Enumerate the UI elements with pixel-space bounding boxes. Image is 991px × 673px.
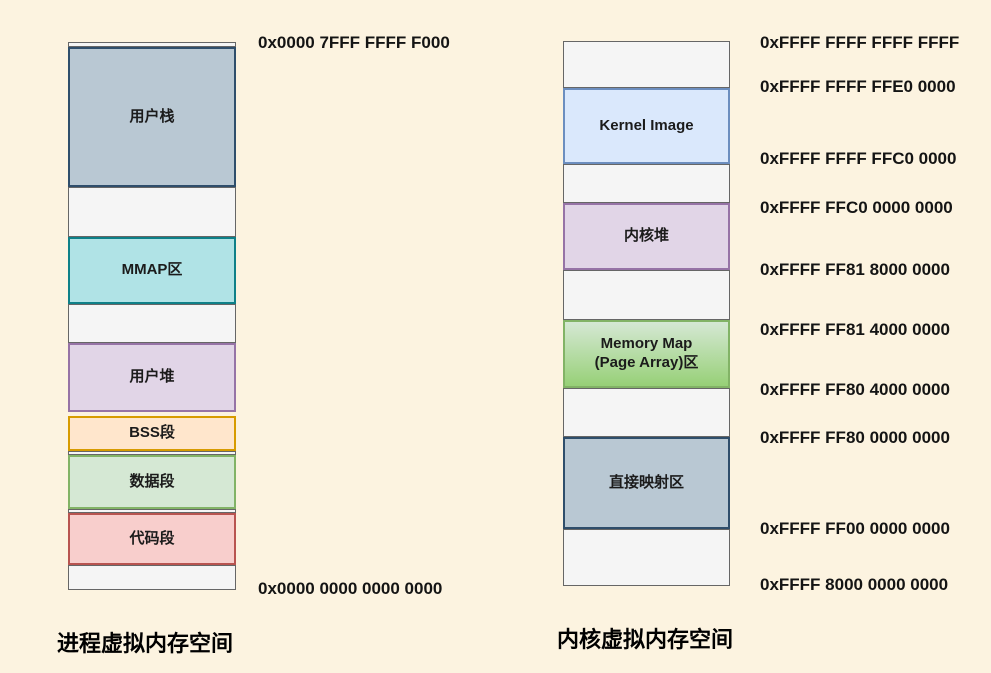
bottom-empty-segment [68, 565, 236, 590]
empty-segment [68, 304, 236, 343]
address-label: 0xFFFF FF00 0000 0000 [760, 519, 950, 538]
address-label: 0xFFFF FFFF FFC0 0000 [760, 149, 957, 168]
address-label: 0xFFFF FF81 8000 0000 [760, 260, 950, 279]
bss-segment: BSS段 [68, 416, 236, 451]
top-guard-empty-segment [68, 42, 236, 47]
kernel-memory-column: Kernel Image 内核堆 Memory Map (Page Array)区直… [563, 41, 730, 586]
empty-segment [563, 270, 730, 320]
mmap-segment-label: MMAP区 [121, 261, 183, 279]
thin-empty-segment [68, 509, 236, 513]
user-heap-segment-label: 用户堆 [129, 368, 175, 386]
bottom-empty-segment [563, 529, 730, 586]
address-label: 0x0000 7FFF FFFF F000 [258, 33, 450, 52]
address-label: 0x0000 0000 0000 0000 [258, 579, 443, 598]
kernel-heap-segment-label: 内核堆 [623, 227, 669, 245]
process-memory-title: 进程虚拟内存空间 [57, 631, 234, 656]
kernel-image-segment: Kernel Image [563, 88, 730, 164]
memory-map-segment: Memory Map (Page Array)区 [563, 320, 730, 388]
thin-empty-segment [68, 451, 236, 455]
data-segment: 数据段 [68, 455, 236, 509]
address-label: 0xFFFF FFFF FFE0 0000 [760, 77, 956, 96]
user-stack-segment-label: 用户栈 [129, 107, 175, 125]
kernel-image-segment-label: Kernel Image [599, 116, 694, 134]
user-heap-segment: 用户堆 [68, 343, 236, 412]
code-segment-label: 代码段 [129, 529, 175, 547]
user-stack-segment: 用户栈 [68, 47, 236, 187]
address-label: 0xFFFF FFC0 0000 0000 [760, 198, 953, 217]
address-label: 0xFFFF FF81 4000 0000 [760, 320, 950, 339]
direct-mapping-segment: 直接映射区 [563, 437, 730, 529]
address-label: 0xFFFF FFFF FFFF FFFF [760, 33, 960, 52]
address-label: 0xFFFF 8000 0000 0000 [760, 575, 949, 594]
address-label: 0xFFFF FF80 0000 0000 [760, 428, 950, 447]
process-memory-column: 用户栈 MMAP区用户堆 BSS段数据段代码段 [68, 42, 236, 590]
empty-segment [563, 41, 730, 88]
empty-segment [563, 164, 730, 203]
mmap-segment: MMAP区 [68, 237, 236, 304]
empty-segment [563, 388, 730, 437]
bss-segment-label: BSS段 [129, 424, 175, 442]
memory-map-segment-label: Memory Map (Page Array)区 [594, 335, 699, 371]
kernel-memory-title: 内核虚拟内存空间 [557, 627, 734, 652]
direct-mapping-segment-label: 直接映射区 [608, 473, 684, 491]
empty-segment [68, 187, 236, 237]
address-label: 0xFFFF FF80 4000 0000 [760, 380, 950, 399]
data-segment-label: 数据段 [129, 472, 175, 490]
kernel-heap-segment: 内核堆 [563, 203, 730, 270]
code-segment: 代码段 [68, 513, 236, 565]
